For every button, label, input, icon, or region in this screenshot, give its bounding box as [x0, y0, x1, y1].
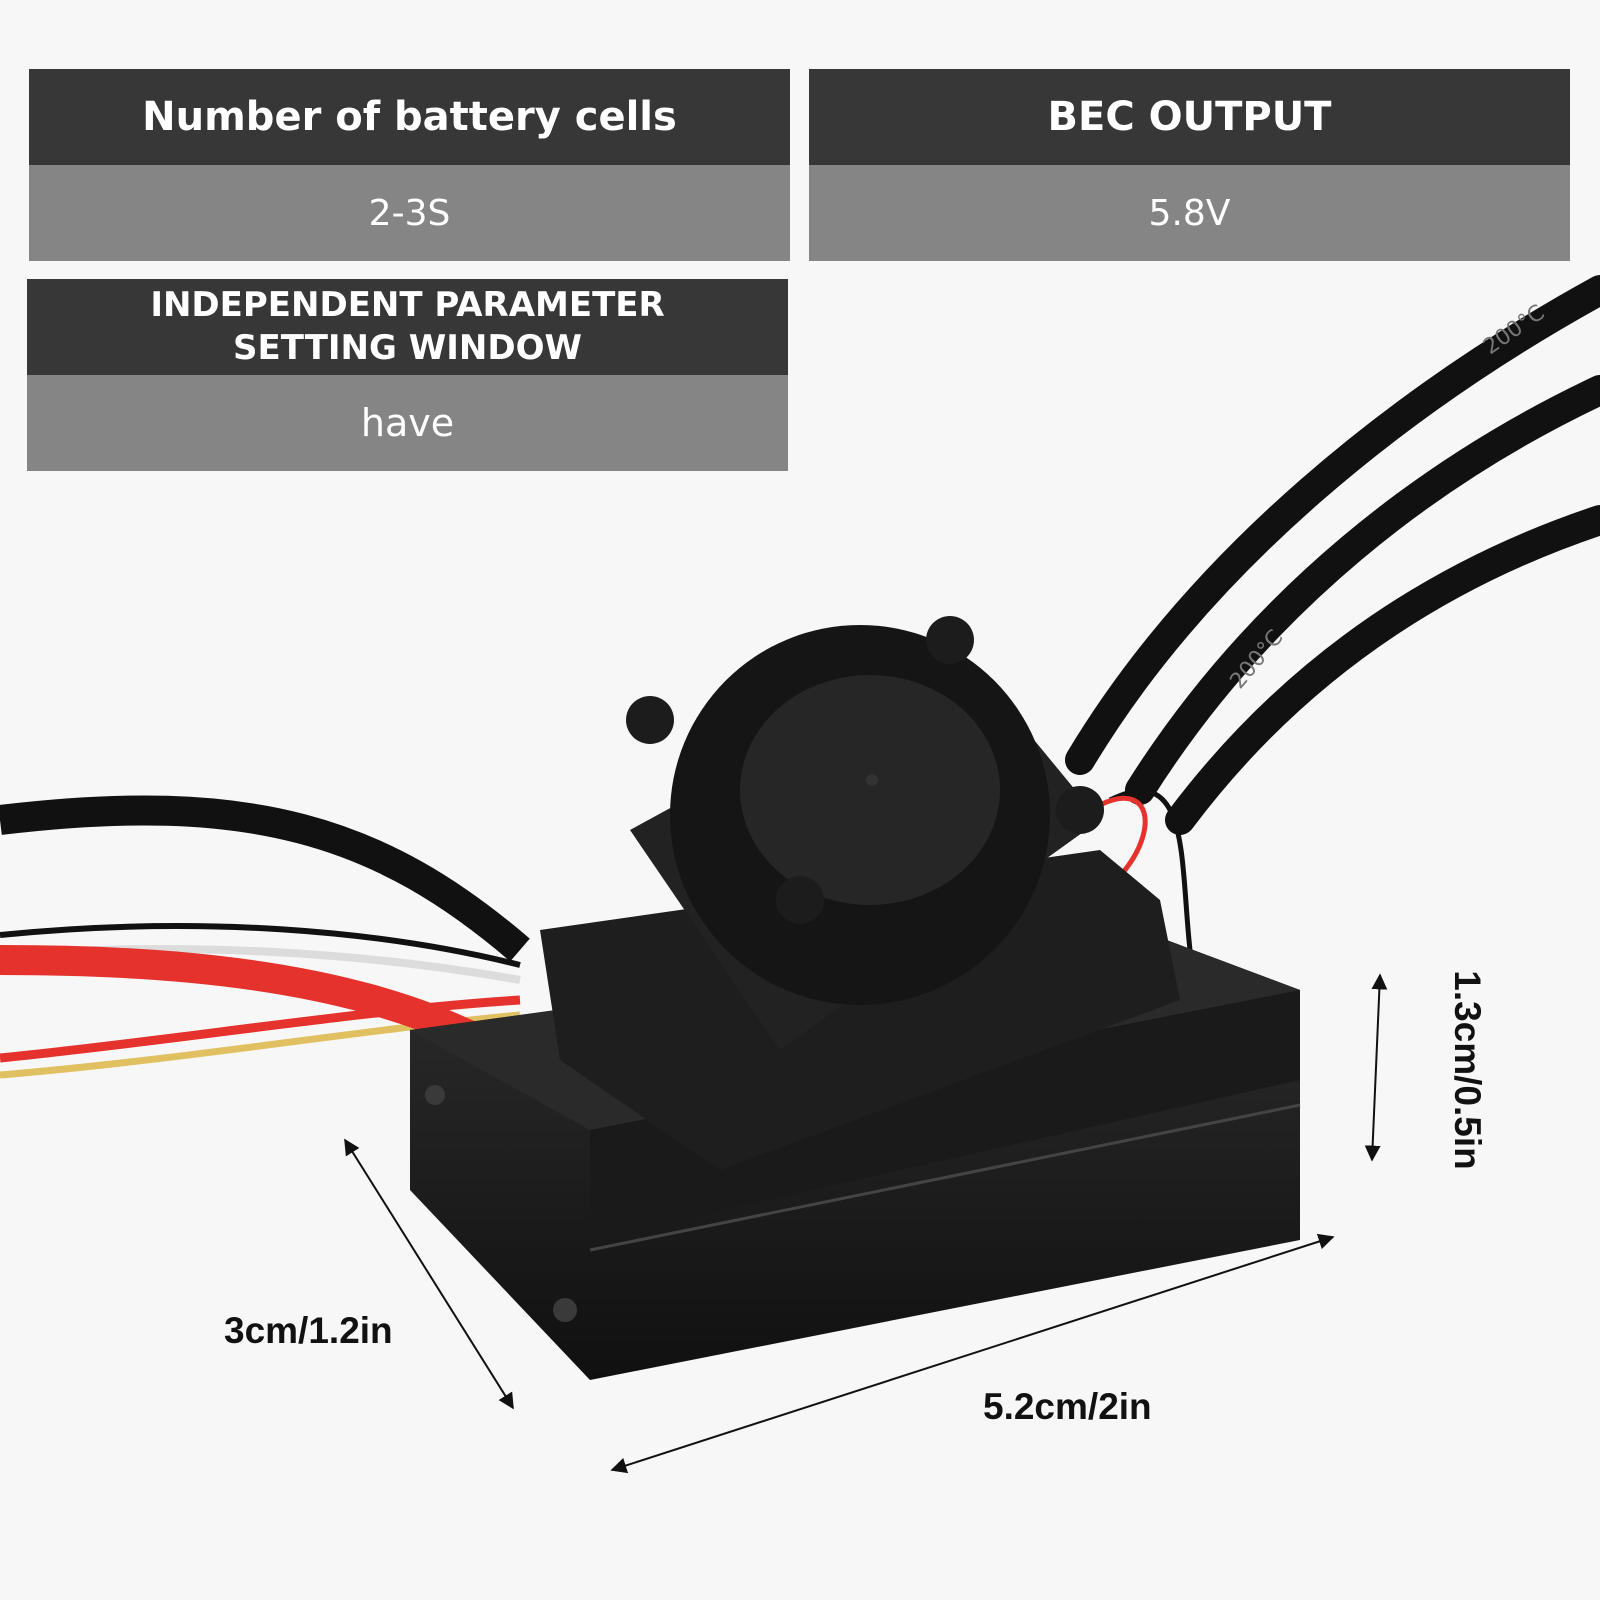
screw-icon	[776, 876, 824, 924]
dimension-height-label: 1.3cm/0.5in	[1447, 970, 1488, 1170]
dimension-arrows	[344, 973, 1388, 1474]
minus-terminal-icon	[425, 1085, 445, 1105]
dimension-width-label: 5.2cm/2in	[983, 1386, 1152, 1427]
dimension-depth-label: 3cm/1.2in	[224, 1310, 393, 1351]
cooling-fan	[626, 616, 1104, 1050]
plus-terminal-icon	[553, 1298, 577, 1322]
spec-battery-cells: Number of battery cells 2-3S	[29, 69, 790, 261]
spec-parameter-window-label: INDEPENDENT PARAMETER SETTING WINDOW	[27, 279, 788, 375]
spec-battery-cells-label: Number of battery cells	[29, 69, 790, 165]
spec-bec-output: BEC OUTPUT 5.8V	[809, 69, 1570, 261]
motor-wires	[1039, 275, 1600, 951]
spec-bec-output-label: BEC OUTPUT	[809, 69, 1570, 165]
spec-battery-cells-value: 2-3S	[29, 165, 790, 261]
screw-icon	[926, 616, 974, 664]
spec-bec-output-value: 5.8V	[809, 165, 1570, 261]
screw-icon	[1056, 786, 1104, 834]
spec-parameter-window: INDEPENDENT PARAMETER SETTING WINDOW hav…	[27, 279, 788, 471]
screw-icon	[626, 696, 674, 744]
spec-parameter-window-value: have	[27, 375, 788, 471]
